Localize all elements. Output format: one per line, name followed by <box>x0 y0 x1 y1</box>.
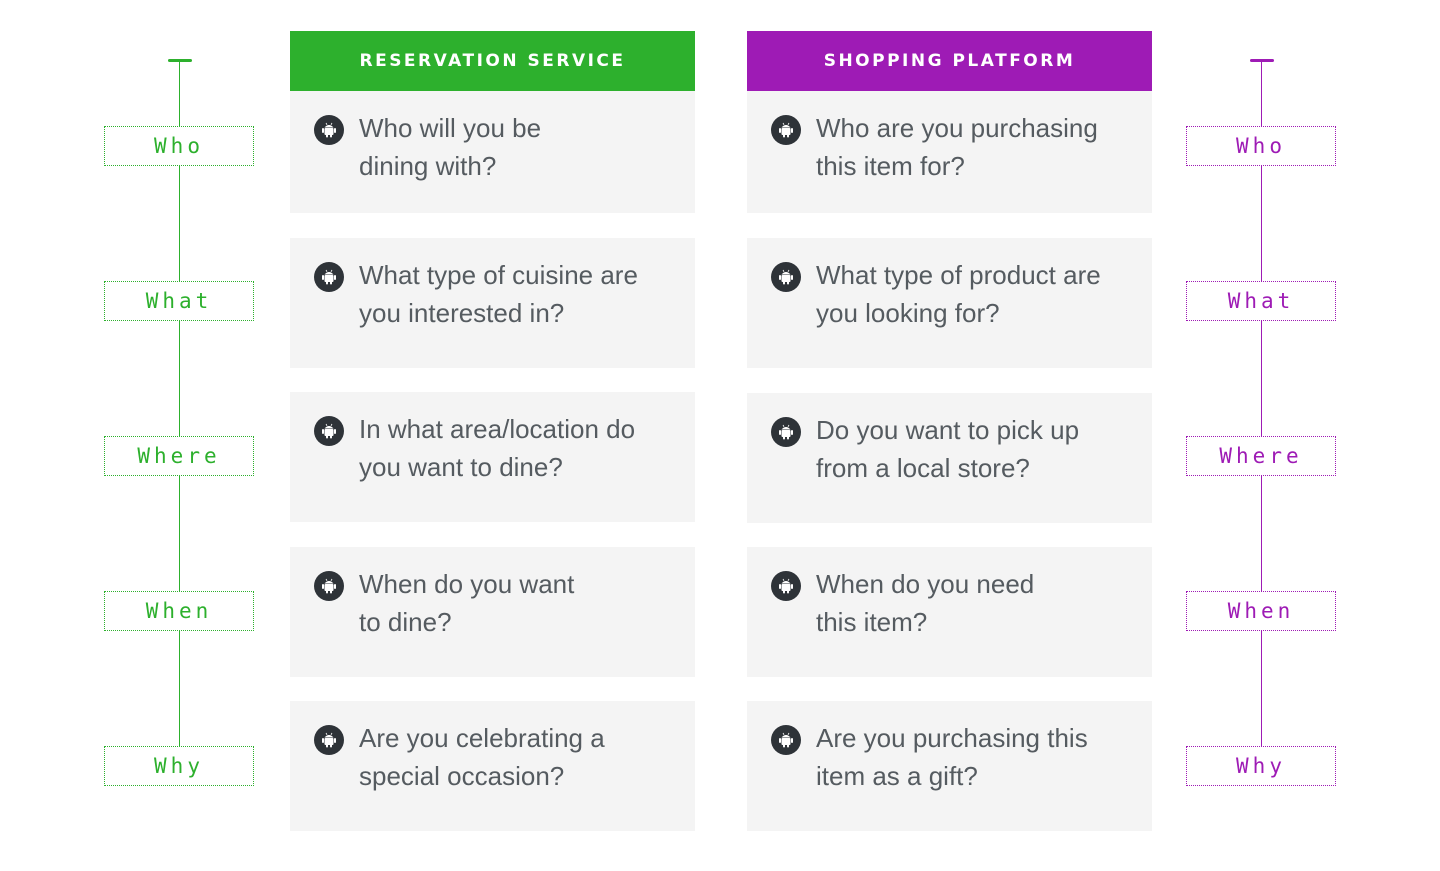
shopping-platform-column: SHOPPING PLATFORM Who are you purchasing… <box>747 31 1152 831</box>
android-icon <box>314 262 344 292</box>
tag-when: When <box>104 591 254 631</box>
android-icon <box>771 417 801 447</box>
tag-who: Who <box>1186 126 1336 166</box>
timeline-cap <box>168 59 192 62</box>
tag-why: Why <box>104 746 254 786</box>
android-icon <box>314 725 344 755</box>
android-icon <box>314 115 344 145</box>
tag-what: What <box>1186 281 1336 321</box>
tag-where: Where <box>104 436 254 476</box>
tag-why: Why <box>1186 746 1336 786</box>
tag-who: Who <box>104 126 254 166</box>
android-icon <box>771 262 801 292</box>
left-timeline: Who What Where When Why <box>104 0 254 871</box>
tag-what: What <box>104 281 254 321</box>
android-icon <box>314 416 344 446</box>
android-icon <box>771 115 801 145</box>
column-header: SHOPPING PLATFORM <box>747 31 1152 91</box>
timeline-line <box>1261 60 1262 746</box>
timeline-line <box>179 60 180 746</box>
android-icon <box>771 725 801 755</box>
timeline-cap <box>1250 59 1274 62</box>
tag-where: Where <box>1186 436 1336 476</box>
column-header: RESERVATION SERVICE <box>290 31 695 91</box>
android-icon <box>314 571 344 601</box>
tag-when: When <box>1186 591 1336 631</box>
right-timeline: Who What Where When Why <box>1186 0 1336 871</box>
android-icon <box>771 571 801 601</box>
